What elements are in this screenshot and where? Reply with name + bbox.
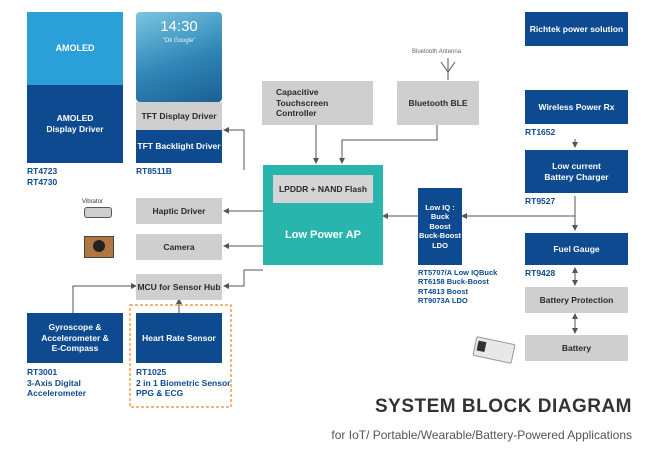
camera: Camera [136, 234, 222, 260]
battery-label: Battery [561, 342, 592, 353]
bluetooth-ble-label: Bluetooth BLE [408, 97, 468, 108]
tft-display-driver-label: TFT Display Driver [141, 110, 217, 121]
power-regulators-parts: RT5707/A Low IQBuck RT6158 Buck-Boost RT… [418, 268, 498, 306]
tft-backlight-driver-label: TFT Backlight Driver [137, 141, 221, 152]
amoled-driver-block: AMOLED Display Driver [27, 85, 123, 163]
richtek-power-solution: Richtek power solution [525, 12, 628, 46]
battery: Battery [525, 335, 628, 361]
heart-rate-sensor: Heart Rate Sensor [136, 313, 222, 363]
heart-rate-sensor-label: Heart Rate Sensor [142, 332, 216, 343]
heart-rate-part-numbers: RT1025 2 in 1 Biometric Sensor PPG & ECG [136, 367, 231, 399]
mcu-sensor-hub: MCU for Sensor Hub [136, 274, 222, 300]
touchscreen-controller-label: Capacitive Touchscreen Controller [276, 87, 329, 119]
amoled-part-numbers: RT4723 RT4730 [27, 166, 58, 187]
amoled-label: AMOLED [55, 42, 95, 53]
gyroscope-accelerometer: Gyroscope & Accelerometer & E-Compass [27, 313, 123, 363]
low-power-ap: LPDDR + NAND Flash Low Power AP [263, 165, 383, 265]
fuel-gauge: Fuel Gauge [525, 233, 628, 265]
haptic-driver-label: Haptic Driver [152, 205, 206, 216]
tft-part-number: RT8511B [136, 166, 172, 176]
bluetooth-antenna-label: Bluetooth Antenna [412, 49, 462, 55]
highlight-frame [129, 304, 232, 408]
tft-backlight-driver: TFT Backlight Driver [136, 130, 222, 163]
memory-block: LPDDR + NAND Flash [273, 175, 373, 203]
diagram-subtitle: for IoT/ Portable/Wearable/Battery-Power… [331, 428, 632, 442]
wireless-power-rx-label: Wireless Power Rx [538, 101, 615, 112]
battery-charger: Low current Battery Charger [525, 150, 628, 193]
ap-label: Low Power AP [285, 229, 361, 241]
fuel-gauge-part-number: RT9428 [525, 268, 556, 278]
charger-part-number: RT9527 [525, 196, 556, 206]
phone-screen-image: 14:30 "Ok Google" [136, 12, 222, 102]
battery-charger-label: Low current Battery Charger [544, 160, 609, 182]
vibrator-label: Vibrator [82, 199, 103, 205]
phone-hint: "Ok Google" [162, 38, 196, 44]
tft-display-driver: TFT Display Driver [136, 102, 222, 130]
wireless-power-rx: Wireless Power Rx [525, 90, 628, 124]
richtek-power-solution-label: Richtek power solution [529, 23, 624, 34]
camera-module-image [84, 236, 114, 258]
camera-label: Camera [163, 241, 195, 252]
diagram-title: SYSTEM BLOCK DIAGRAM [375, 396, 632, 417]
phone-clock: 14:30 [160, 18, 198, 35]
amoled-driver-label: AMOLED Display Driver [46, 113, 104, 134]
mcu-sensor-hub-label: MCU for Sensor Hub [137, 281, 221, 292]
gyroscope-part-numbers: RT3001 3-Axis Digital Accelerometer [27, 367, 87, 399]
amoled-panel: AMOLED [27, 12, 123, 85]
memory-label: LPDDR + NAND Flash [278, 183, 368, 194]
fuel-gauge-label: Fuel Gauge [553, 243, 600, 254]
wireless-part-number: RT1652 [525, 127, 556, 137]
bluetooth-ble: Bluetooth BLE [397, 81, 479, 125]
power-regulators-label: Low IQ : Buck Boost Buck-Boost LDO [418, 203, 462, 250]
gyroscope-accelerometer-label: Gyroscope & Accelerometer & E-Compass [41, 322, 109, 354]
battery-protection: Battery Protection [525, 287, 628, 313]
touchscreen-controller: Capacitive Touchscreen Controller [262, 81, 373, 125]
power-regulators-block: Low IQ : Buck Boost Buck-Boost LDO [418, 188, 462, 265]
battery-protection-label: Battery Protection [539, 294, 614, 305]
haptic-driver: Haptic Driver [136, 198, 222, 224]
vibrator-image [84, 207, 112, 218]
